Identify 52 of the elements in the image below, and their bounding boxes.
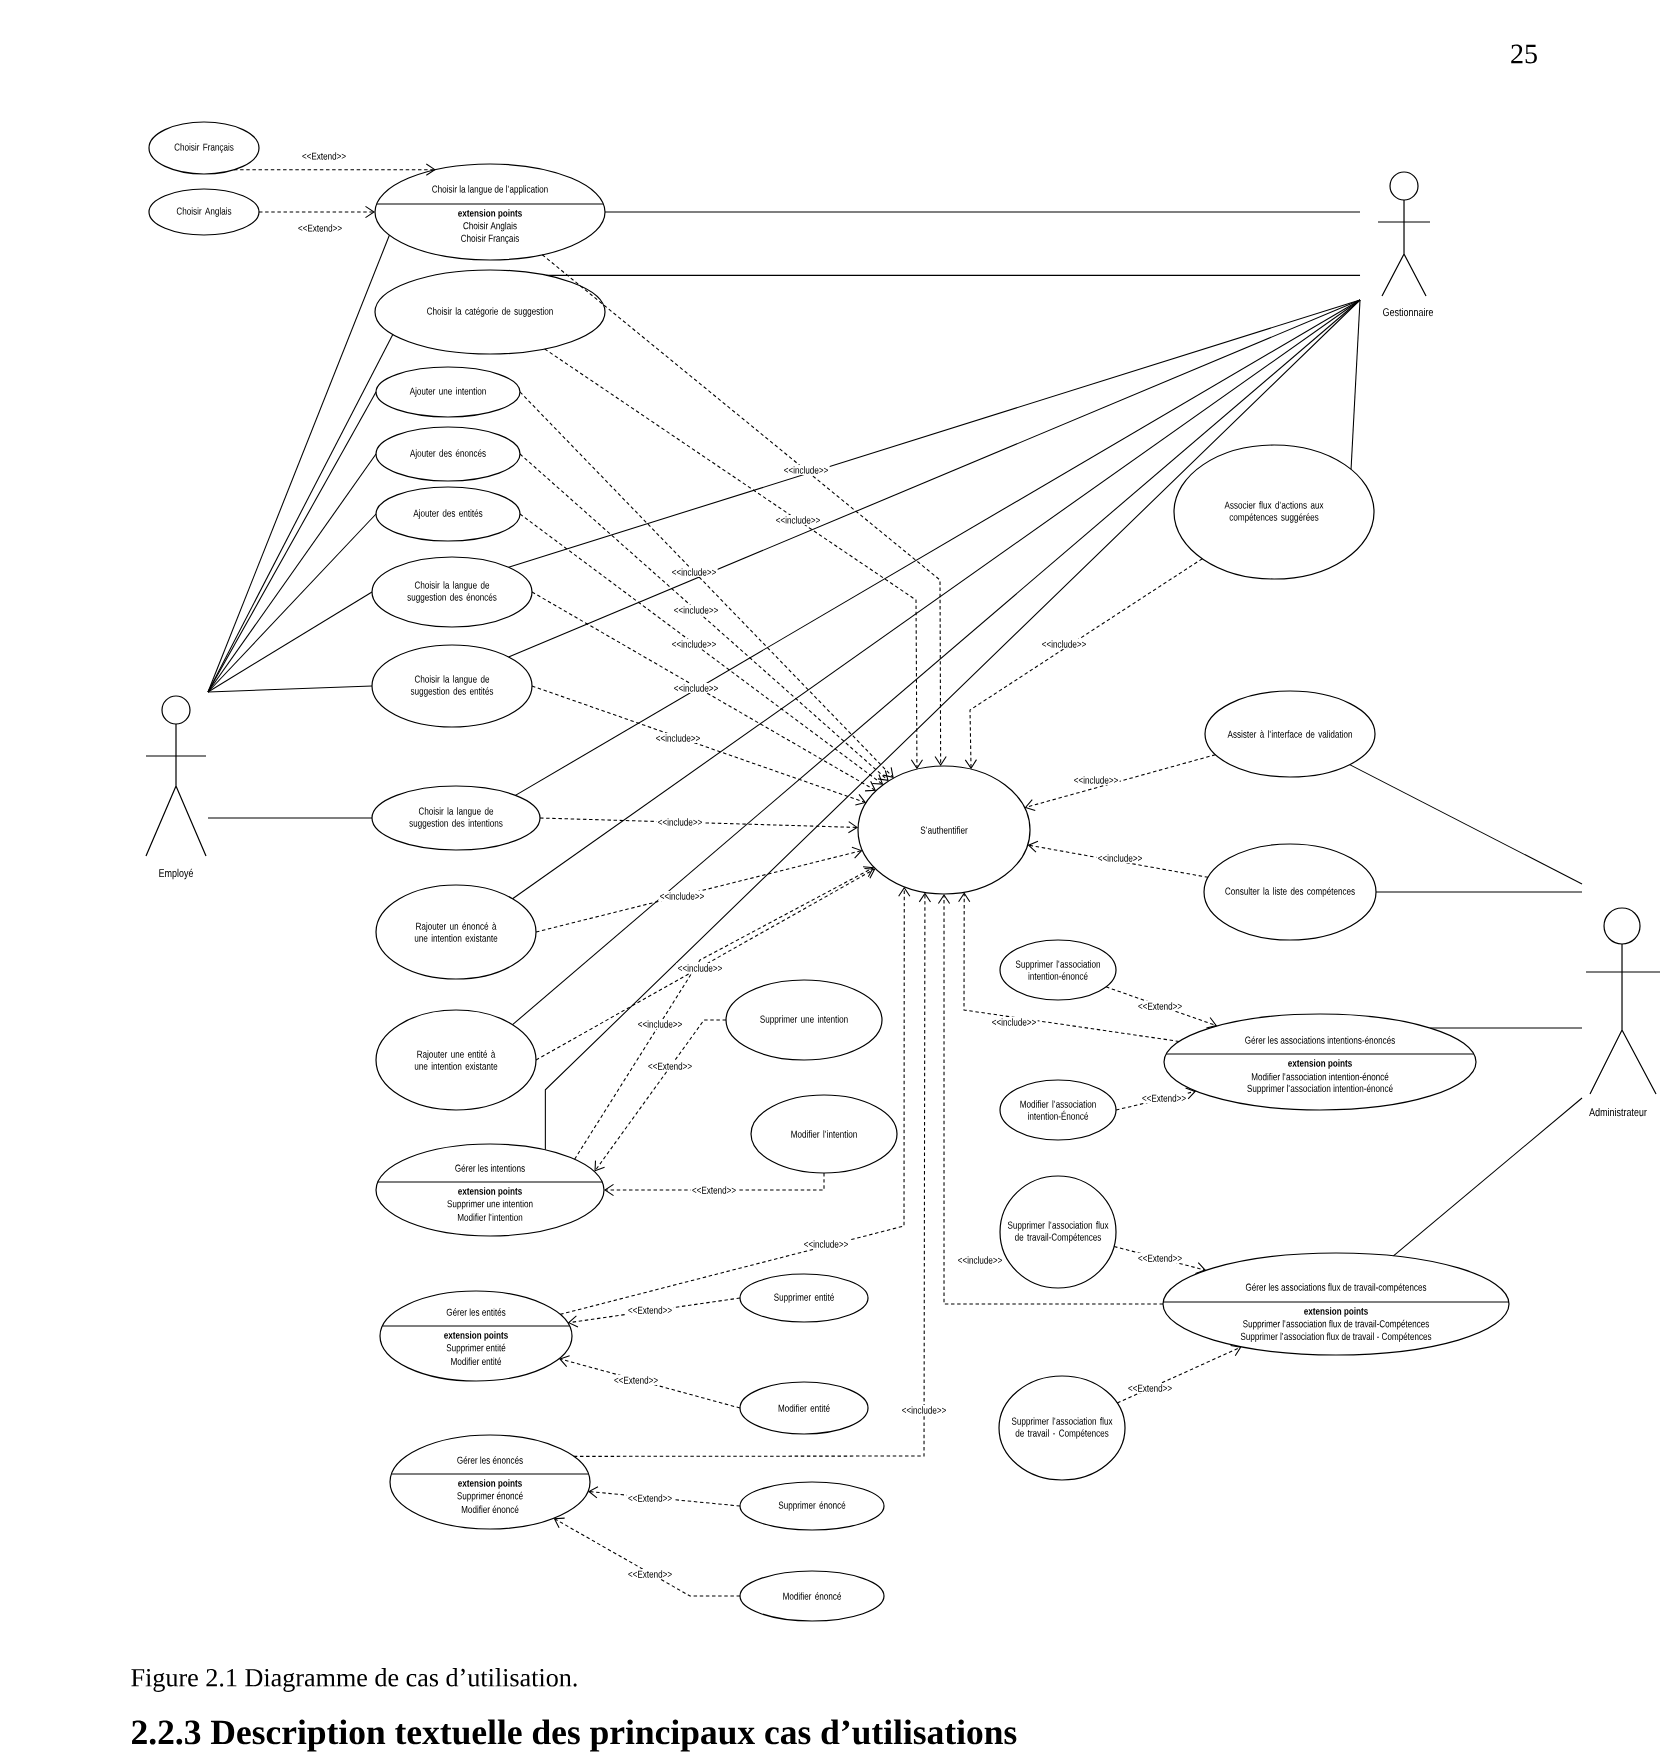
association-line <box>207 817 373 819</box>
association-line <box>514 299 1361 796</box>
dashed-arrow <box>519 513 884 785</box>
dashed-arrow <box>964 558 1203 770</box>
dashed-arrow <box>519 453 889 781</box>
dashed-arrow <box>573 892 932 1457</box>
dashed-arrow <box>604 1172 825 1197</box>
dashed-arrow <box>1024 754 1217 812</box>
dashed-arrow <box>531 685 867 806</box>
association-line <box>512 299 1361 900</box>
dashed-arrow <box>567 1297 741 1328</box>
dashed-arrow <box>535 846 863 933</box>
association-line <box>604 211 1361 213</box>
dashed-arrow <box>937 894 1164 1305</box>
association-line <box>207 685 373 693</box>
page-number: 25 <box>1511 44 1537 64</box>
dashed-arrow <box>258 205 375 219</box>
dashed-arrow <box>544 348 924 770</box>
association-line <box>207 513 377 693</box>
dashed-arrow <box>958 892 1180 1042</box>
association-line <box>207 591 373 693</box>
dashed-arrow <box>1027 840 1209 878</box>
association-line <box>1349 764 1583 885</box>
association-line <box>1375 891 1583 893</box>
dashed-arrow <box>574 866 875 1160</box>
association-line <box>207 391 377 693</box>
association-line <box>512 299 1361 1026</box>
dashed-arrow <box>587 1486 741 1507</box>
dashed-arrow <box>594 1019 727 1172</box>
association-line <box>545 274 1361 276</box>
association-line <box>544 299 1361 1151</box>
dashed-arrow <box>535 867 876 1061</box>
dashed-arrow <box>559 886 911 1315</box>
association-line <box>508 299 1361 658</box>
association-line <box>207 453 377 693</box>
dashed-arrow <box>1105 986 1218 1029</box>
association-line <box>508 299 1361 568</box>
dashed-arrow <box>519 391 894 779</box>
caption: Figure 2.1 Diagramme de cas d’utilisation. <box>131 1668 577 1692</box>
association-line <box>1429 1027 1583 1029</box>
dashed-arrow <box>558 1355 741 1409</box>
dashed-arrow <box>541 254 947 767</box>
dashed-arrow <box>553 1517 741 1597</box>
association-line <box>207 234 390 693</box>
dashed-arrow <box>1116 1345 1242 1404</box>
association-line <box>1392 1097 1583 1257</box>
dashed-arrow <box>531 591 877 792</box>
section-heading: 2.2.3 Description textuelle des principaux cas d’utilisations <box>132 1719 1017 1752</box>
dashed-arrow <box>1115 1087 1197 1111</box>
dashed-arrow <box>233 163 436 176</box>
dashed-arrow <box>539 817 859 834</box>
association-line <box>1350 299 1361 470</box>
